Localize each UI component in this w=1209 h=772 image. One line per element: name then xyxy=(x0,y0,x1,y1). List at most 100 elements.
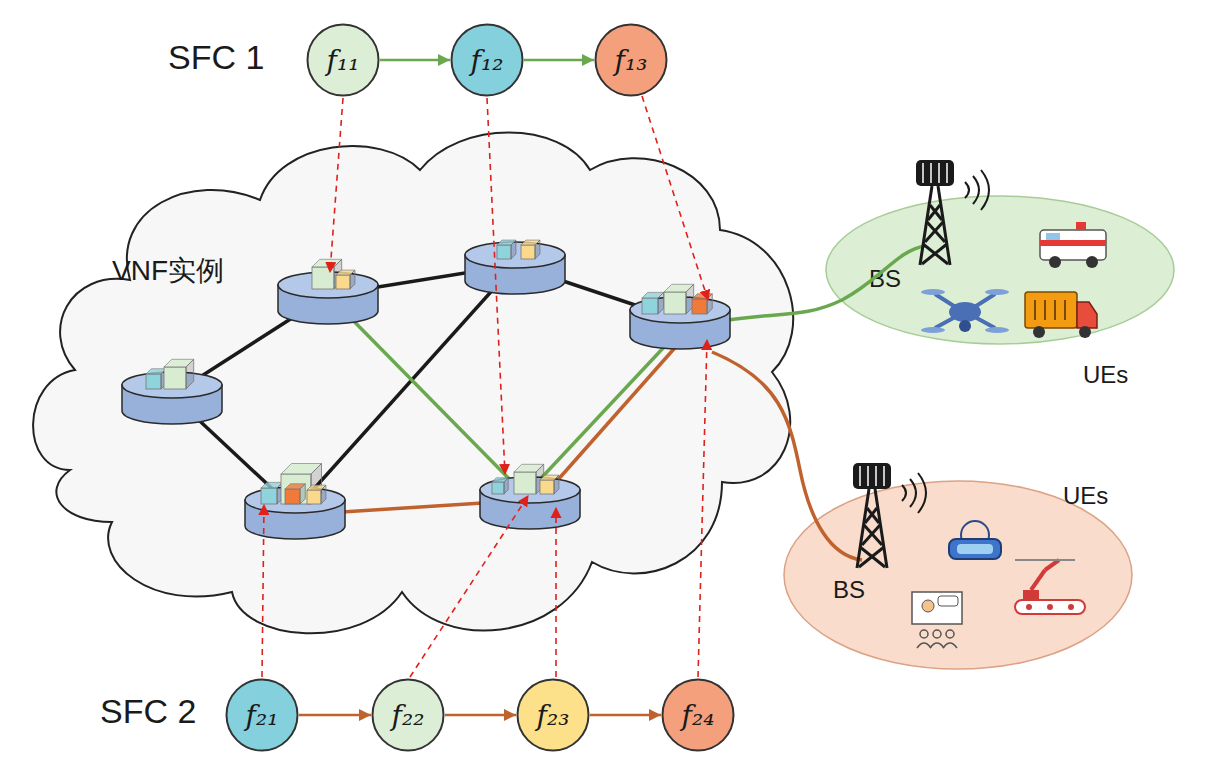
drone-icon xyxy=(959,320,971,332)
robot-arm-icon xyxy=(1015,559,1075,561)
vnf-cube xyxy=(281,474,311,504)
vnf-cube xyxy=(664,284,694,314)
base-station-tower xyxy=(853,463,891,489)
vnf-cube xyxy=(514,472,536,494)
vnf-cube xyxy=(521,245,535,259)
truck-icon xyxy=(1064,300,1066,320)
vnf-cube xyxy=(642,298,658,314)
vnf-cube xyxy=(285,489,300,504)
vnf-circle: f₂₄ xyxy=(661,678,735,752)
base-station-tower xyxy=(922,163,924,183)
server-cylinder xyxy=(245,487,345,513)
network-cloud-shape xyxy=(33,133,793,634)
vr-headset-icon xyxy=(957,544,993,554)
vnf-circle: f₁₃ xyxy=(594,23,668,97)
base-station-tower xyxy=(867,466,869,486)
base-station-tower xyxy=(930,163,932,183)
ambulance-icon xyxy=(1086,256,1098,268)
ambulance-icon xyxy=(1049,256,1061,268)
vnf-cube xyxy=(658,292,664,314)
vnf-cube xyxy=(164,367,186,389)
vnf-cube xyxy=(492,478,508,494)
base-station-tower xyxy=(946,163,948,183)
vnf-circle: f₁₂ xyxy=(450,23,524,97)
vnf-cube xyxy=(164,359,194,389)
base-station-tower xyxy=(938,163,940,183)
vnf-cube xyxy=(664,292,686,314)
vnf-cube xyxy=(540,480,554,494)
function-label: f₁₂ xyxy=(450,23,524,97)
chain-arrow xyxy=(299,714,371,717)
drone-icon xyxy=(985,327,1009,333)
function-label: f₂₄ xyxy=(661,678,735,752)
truck-icon xyxy=(1025,292,1077,328)
truck-icon xyxy=(1034,300,1036,320)
vnf-cube xyxy=(514,464,544,494)
vnf-cube xyxy=(692,299,707,314)
vnf-cube xyxy=(504,478,508,494)
vnf-cube xyxy=(511,240,516,259)
function-label: f₂₁ xyxy=(225,678,299,752)
ue-area-ellipse-shape xyxy=(784,481,1132,669)
chain-arrow xyxy=(590,714,661,717)
robot-arm-icon xyxy=(1026,604,1032,610)
area-label: UEs xyxy=(1063,482,1108,510)
base-station-tower xyxy=(965,182,969,198)
base-station-tower xyxy=(916,160,954,186)
chain-arrow xyxy=(445,714,516,717)
drone-icon xyxy=(921,327,945,333)
vnf-cube xyxy=(497,240,516,259)
vr-headset-icon xyxy=(949,539,1001,559)
robot-arm-icon xyxy=(1068,604,1074,610)
ue-area-ellipse: UEsBS xyxy=(783,480,1133,670)
vnf-cube xyxy=(186,359,194,389)
base-station-tower xyxy=(883,466,885,486)
base-station-tower xyxy=(923,163,947,183)
vnf-cube xyxy=(336,275,350,289)
vnf-cube xyxy=(146,369,166,389)
vnf-cube xyxy=(281,464,322,505)
vnf-cube xyxy=(350,270,355,289)
base-station-tower xyxy=(860,466,884,486)
vnf-cube xyxy=(336,270,355,289)
area-label: UEs xyxy=(1083,361,1128,389)
vnf-circle: f₂₂ xyxy=(371,678,445,752)
vnf-cube xyxy=(261,488,277,504)
truck-icon xyxy=(1044,300,1046,320)
area-label: VNF实例 xyxy=(112,252,224,290)
function-label: f₁₃ xyxy=(594,23,668,97)
function-label: f₁₁ xyxy=(306,23,380,97)
ambulance-icon xyxy=(1040,240,1106,246)
vnf-cube xyxy=(321,485,326,504)
vnf-cube xyxy=(261,482,283,504)
vnf-cube xyxy=(540,475,559,494)
meeting-icon xyxy=(938,596,958,606)
ambulance-icon xyxy=(1046,233,1060,240)
function-label: f₂₃ xyxy=(516,678,590,752)
ambulance-icon xyxy=(1076,222,1086,230)
server-cylinder xyxy=(465,240,565,294)
ue-area-ellipse-shape xyxy=(826,196,1174,344)
vnf-circle: f₂₁ xyxy=(225,678,299,752)
vnf-cube xyxy=(492,482,504,494)
function-label: f₂₂ xyxy=(371,678,445,752)
ue-area-ellipse: BSUEs xyxy=(825,195,1175,345)
vnf-cube xyxy=(312,267,334,289)
truck-icon xyxy=(1035,300,1065,320)
vnf-cube xyxy=(146,374,161,389)
drone-icon xyxy=(921,289,945,295)
chain-label: SFC 2 xyxy=(100,692,196,731)
truck-icon xyxy=(1079,326,1091,338)
chain-arrow xyxy=(380,59,450,62)
vnf-cube xyxy=(554,475,559,494)
drone-icon xyxy=(985,289,1009,295)
base-station-tower xyxy=(875,466,877,486)
robot-arm-icon xyxy=(1015,600,1085,614)
robot-arm-icon xyxy=(1047,604,1053,610)
meeting-icon xyxy=(912,592,962,624)
vnf-circle: f₂₃ xyxy=(516,678,590,752)
vnf-cube xyxy=(300,484,305,504)
robot-arm-icon xyxy=(1023,590,1039,600)
